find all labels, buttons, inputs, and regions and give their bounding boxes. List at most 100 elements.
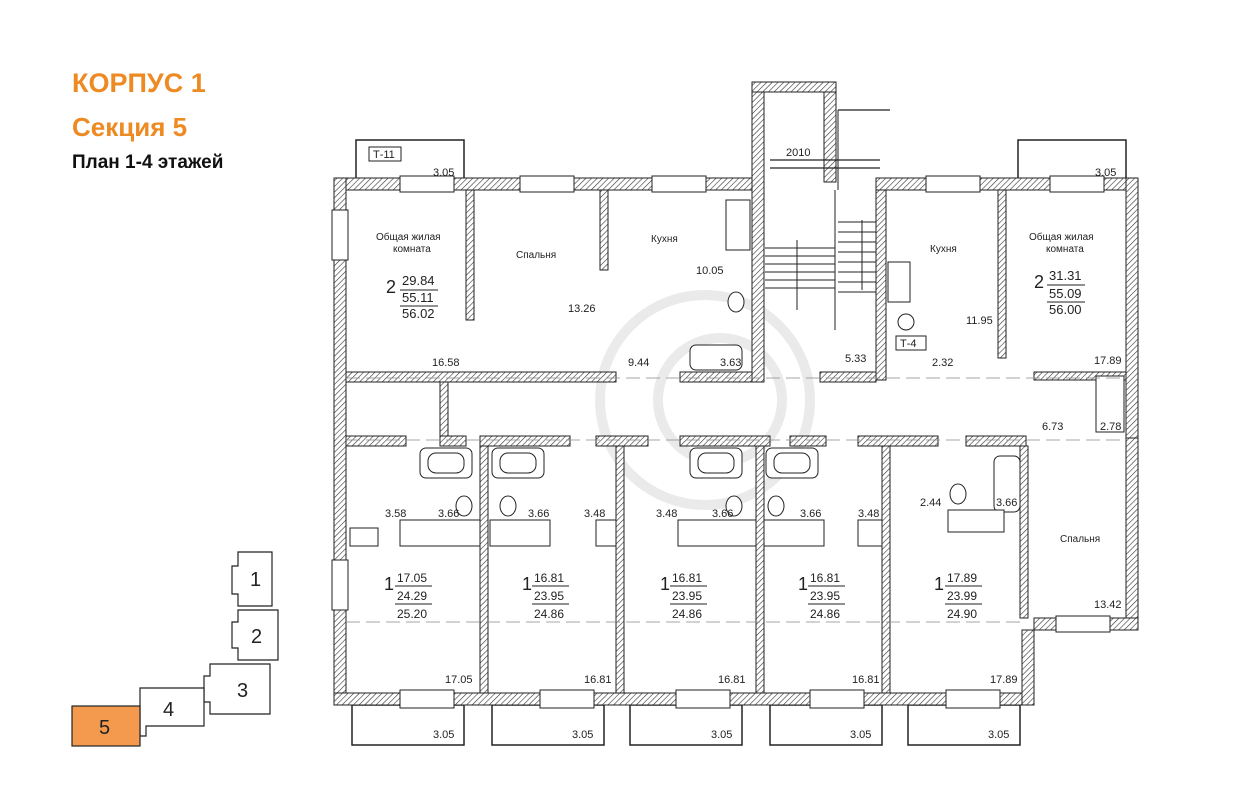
balcony-label: 3.05 bbox=[988, 729, 1009, 741]
key-plan-label: 4 bbox=[163, 699, 174, 721]
balcony-label: 3.05 bbox=[572, 729, 593, 741]
apartment-total-area-2: 56.00 bbox=[1049, 302, 1082, 317]
fixtures bbox=[349, 199, 1125, 547]
apartment-living-area: 29.84 bbox=[402, 273, 435, 288]
area-label: 17.89 bbox=[990, 674, 1018, 686]
area-label: 3.58 bbox=[385, 508, 406, 520]
area-label: 3.48 bbox=[656, 508, 677, 520]
apartment-living-area: 17.89 bbox=[947, 571, 977, 585]
key-plan-section-5[interactable] bbox=[71, 705, 141, 747]
area-label: 3.66 bbox=[996, 497, 1017, 509]
area-label: 3.48 bbox=[858, 508, 879, 520]
room-name-kitchen: Кухня bbox=[651, 234, 678, 245]
balcony-label: 3.05 bbox=[433, 729, 454, 741]
apartment-living-area: 17.05 bbox=[397, 571, 427, 585]
area-label: 9.44 bbox=[628, 357, 649, 369]
room-name-living: комната bbox=[1046, 244, 1084, 255]
area-label: 3.63 bbox=[720, 357, 741, 369]
apartment-total-area-2: 56.02 bbox=[402, 306, 435, 321]
area-label: 3.66 bbox=[712, 508, 733, 520]
apartment-bottom-4[interactable]: 1 16.81 23.95 24.86 bbox=[798, 571, 845, 621]
apartment-total-area-2: 24.90 bbox=[947, 607, 977, 621]
balcony-label: 3.05 bbox=[711, 729, 732, 741]
apartment-bottom-5[interactable]: 1 17.89 23.99 24.90 bbox=[934, 571, 982, 621]
area-label: 3.66 bbox=[800, 508, 821, 520]
area-labels: 16.58 13.26 10.05 9.44 3.63 5.33 11.95 2… bbox=[385, 265, 1122, 686]
apartment-total-area-2: 24.86 bbox=[672, 607, 702, 621]
key-plan-label: 1 bbox=[250, 569, 261, 591]
apartment-rooms: 2 bbox=[1034, 272, 1044, 292]
key-plan-section-2[interactable] bbox=[231, 609, 279, 661]
apartment-living-area: 16.81 bbox=[534, 571, 564, 585]
apartment-total-area: 55.09 bbox=[1049, 286, 1082, 301]
apartment-rooms: 1 bbox=[522, 574, 532, 594]
key-plan: 1 2 3 4 5 bbox=[71, 551, 279, 747]
apartment-total-area: 23.95 bbox=[534, 589, 564, 603]
area-label: 17.05 bbox=[445, 674, 473, 686]
room-labels: Общая жилая комната Спальня Кухня Кухня … bbox=[376, 231, 1100, 545]
area-label: 13.42 bbox=[1094, 599, 1122, 611]
room-name-living: комната bbox=[393, 244, 431, 255]
apartment-living-area: 16.81 bbox=[672, 571, 702, 585]
area-label: 3.66 bbox=[438, 508, 459, 520]
apartment-rooms: 2 bbox=[386, 277, 396, 297]
area-label: 17.89 bbox=[1094, 355, 1122, 367]
apartment-bottom-2[interactable]: 1 16.81 23.95 24.86 bbox=[522, 571, 569, 621]
interior-walls bbox=[345, 189, 1127, 694]
key-plan-section-1[interactable] bbox=[231, 551, 273, 607]
area-label: 11.95 bbox=[966, 315, 993, 327]
apartment-total-area: 23.95 bbox=[672, 589, 702, 603]
apartment-bottom-1[interactable]: 1 17.05 24.29 25.20 bbox=[384, 571, 432, 621]
apartment-total-area-2: 24.86 bbox=[534, 607, 564, 621]
apartment-bottom-3[interactable]: 1 16.81 23.95 24.86 bbox=[660, 571, 707, 621]
apartment-rooms: 1 bbox=[384, 574, 394, 594]
apartment-total-area: 23.99 bbox=[947, 589, 977, 603]
apartment-rooms: 1 bbox=[934, 574, 944, 594]
apartment-rooms: 1 bbox=[660, 574, 670, 594]
key-plan-label: 3 bbox=[237, 680, 248, 702]
room-name-living: Общая жилая bbox=[376, 231, 441, 243]
building-title: КОРПУС 1 bbox=[72, 68, 206, 98]
area-label: 16.81 bbox=[584, 674, 612, 686]
area-label: 2.78 bbox=[1100, 421, 1121, 433]
plan-subtitle: План 1-4 этажей bbox=[72, 152, 224, 173]
area-label: 13.26 bbox=[568, 303, 596, 315]
area-label: 6.73 bbox=[1042, 421, 1063, 433]
room-name-living: Общая жилая bbox=[1029, 231, 1094, 243]
apartment-living-area: 16.81 bbox=[810, 571, 840, 585]
axis-lines bbox=[346, 377, 1126, 623]
area-label: 2.32 bbox=[932, 357, 953, 369]
room-name-bedroom: Спальня bbox=[1060, 534, 1100, 545]
area-label: 16.58 bbox=[432, 357, 460, 369]
balcony-label: 3.05 bbox=[850, 729, 871, 741]
room-name-kitchen: Кухня bbox=[930, 244, 957, 255]
key-plan-label: 2 bbox=[251, 626, 262, 648]
key-plan-label-active: 5 bbox=[99, 717, 110, 739]
apartment-total-area: 55.11 bbox=[402, 290, 434, 305]
apartment-top-left[interactable]: 2 29.84 55.11 56.02 bbox=[386, 273, 438, 321]
apartment-total-area-2: 24.86 bbox=[810, 607, 840, 621]
windows bbox=[331, 175, 1111, 709]
tag-t4: Т-4 bbox=[900, 338, 917, 350]
area-label: 16.81 bbox=[852, 674, 880, 686]
apartment-total-area: 24.29 bbox=[397, 589, 427, 603]
key-plan-section-3[interactable] bbox=[203, 663, 271, 715]
apartment-living-area: 31.31 bbox=[1049, 268, 1082, 283]
tag-t11: Т-11 bbox=[373, 149, 395, 161]
area-label: 3.66 bbox=[528, 508, 549, 520]
area-label: 5.33 bbox=[845, 353, 866, 365]
area-label: 2.44 bbox=[920, 497, 941, 509]
room-name-bedroom: Спальня bbox=[516, 250, 556, 261]
balconies-top bbox=[355, 139, 1127, 181]
apartment-top-right[interactable]: 2 31.31 55.09 56.00 bbox=[1034, 268, 1085, 317]
apartment-total-area: 23.95 bbox=[810, 589, 840, 603]
apartment-rooms: 1 bbox=[798, 574, 808, 594]
stair-label: 2010 bbox=[786, 147, 810, 159]
section-title: Секция 5 bbox=[72, 112, 188, 142]
stair-tower: 2010 bbox=[751, 81, 890, 383]
apartment-total-area-2: 25.20 bbox=[397, 607, 427, 621]
area-label: 16.81 bbox=[718, 674, 746, 686]
area-label: 3.48 bbox=[584, 508, 605, 520]
area-label: 10.05 bbox=[696, 265, 724, 277]
